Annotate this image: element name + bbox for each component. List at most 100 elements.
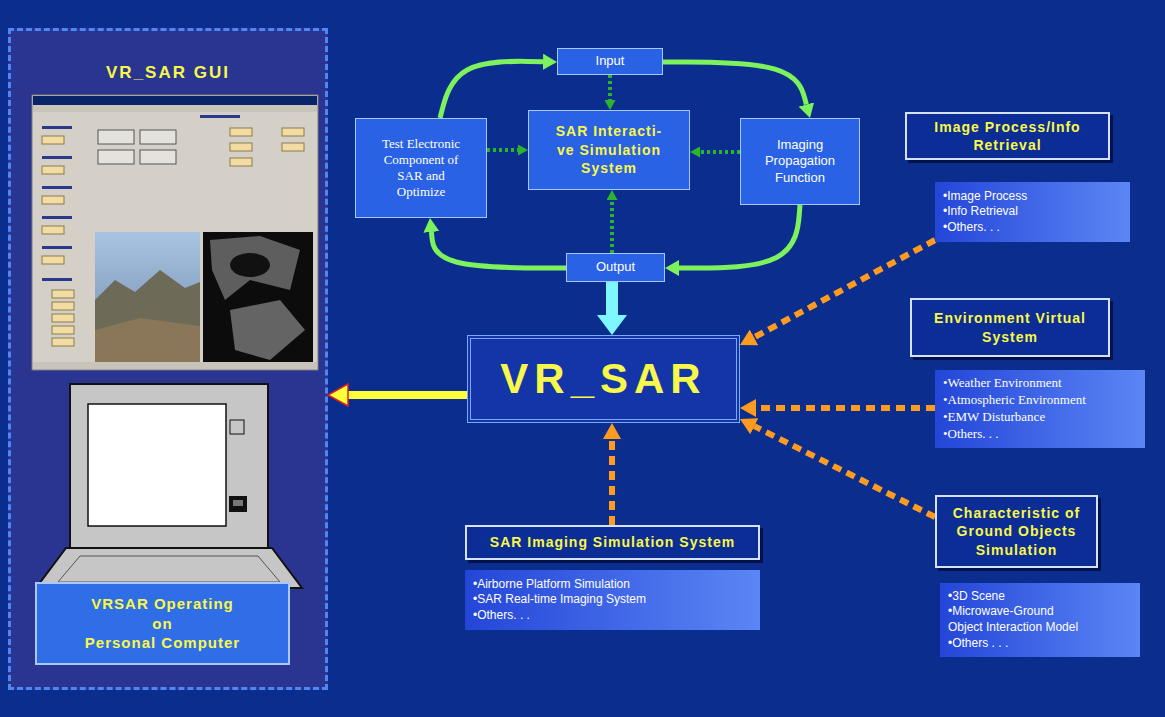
disk-drive: [229, 496, 247, 512]
flow-arrow: [754, 240, 935, 337]
flow-arrow: [610, 200, 614, 253]
disk-slot: [233, 500, 243, 506]
node-text: •Image Process: [943, 189, 1027, 205]
form-field: [42, 166, 64, 174]
node-text: •Weather Environment: [943, 375, 1062, 392]
flow-arrow: [756, 405, 935, 411]
form-field: [52, 338, 74, 346]
flow-arrow: [754, 426, 935, 517]
form-field: [52, 290, 74, 298]
form-label: [42, 156, 72, 159]
module-list: •Weather Environment•Atmospheric Environ…: [935, 370, 1145, 448]
form-label: [200, 115, 240, 118]
node-text: VR_SAR GUI: [106, 63, 230, 83]
panel-fill: [8, 28, 328, 690]
form-label: [42, 126, 72, 129]
gui-button: [140, 130, 176, 144]
flow-arrow: [679, 205, 800, 268]
module-heading: Characteristic of Ground Objects Simulat…: [935, 495, 1098, 568]
gui-screenshot: [32, 95, 318, 370]
form-field: [230, 158, 252, 166]
node-text: •SAR Real-time Imaging System: [473, 592, 646, 608]
process-box: Test Electronic Component of SAR and Opt…: [355, 118, 487, 218]
gui-button: [98, 150, 134, 164]
gui-button: [140, 150, 176, 164]
connector-group: [348, 61, 935, 525]
node-text: SAR Interacti-ve Simulation System: [551, 122, 667, 179]
form-field: [52, 326, 74, 334]
foreground-terrain: [95, 318, 200, 365]
module-heading: Environment Virtual System: [910, 298, 1110, 357]
form-field: [230, 128, 252, 136]
form-label: [42, 246, 72, 249]
computer-icon: [36, 384, 302, 588]
flow-arrow: [348, 391, 467, 399]
node-text: •Others. . .: [473, 608, 530, 624]
keyboard-keys: [58, 556, 280, 582]
node-text: Imaging Propagation Function: [746, 137, 854, 186]
flow-arrow: [663, 62, 806, 104]
form-field: [52, 314, 74, 322]
node-text: Image Process/Info Retrieval: [915, 118, 1100, 154]
window-menubar: [33, 105, 317, 112]
module-list: •Image Process•Info Retrieval•Others. . …: [935, 182, 1130, 242]
form-label: [42, 186, 72, 189]
node-text: •Info Retrieval: [943, 204, 1018, 220]
module-heading: Image Process/Info Retrieval: [905, 112, 1110, 160]
flow-arrow: [606, 282, 618, 315]
window-statusbar: [33, 362, 317, 369]
flow-arrow: [609, 439, 615, 525]
node-text: Environment Virtual System: [920, 309, 1100, 345]
node-text: VR_SAR: [500, 355, 706, 403]
node-text: •Airborne Platform Simulation: [473, 577, 630, 593]
node-text: •Others. . .: [943, 220, 1000, 236]
caption-box: VRSAR OperatingonPersonal Computer: [35, 582, 290, 665]
module-list: •3D Scene•Microwave-Ground Object Intera…: [940, 583, 1140, 657]
sar-water-area: [230, 253, 270, 277]
node-text: Characteristic of Ground Objects Simulat…: [945, 504, 1088, 559]
process-box: Imaging Propagation Function: [740, 118, 860, 205]
module-list: •Airborne Platform Simulation•SAR Real-t…: [465, 570, 760, 630]
node-text: •Atmospheric Environment: [943, 392, 1086, 409]
form-label: [42, 278, 72, 281]
flow-arrow: [608, 75, 612, 100]
mountain-range: [95, 270, 200, 365]
node-text: Test Electronic Component of SAR and Opt…: [377, 136, 465, 201]
form-field: [42, 196, 64, 204]
node-text: Output: [596, 259, 635, 275]
node-text: •Others. . .: [943, 426, 998, 443]
process-box: Input: [557, 48, 663, 75]
form-field: [42, 136, 64, 144]
gui-panel: VR_SAR GUI VRSAR OperatingonPersonal Comp…: [8, 28, 328, 690]
node-text: •Microwave-Ground Object Interaction Mod…: [948, 604, 1086, 635]
node-text: •EMW Disturbance: [943, 409, 1045, 426]
monitor-screen: [88, 404, 226, 526]
process-box: Output: [566, 253, 665, 282]
form-field: [42, 226, 64, 234]
gui-button: [98, 130, 134, 144]
sar-land-return: [230, 300, 305, 360]
node-text: on: [152, 614, 172, 634]
main-box: VR_SAR: [467, 335, 740, 423]
node-text: Input: [596, 53, 625, 69]
monitor-case: [70, 384, 268, 548]
sar-image: [203, 232, 313, 365]
landscape-photo: [95, 232, 200, 365]
central-box: SAR Interacti-ve Simulation System: [528, 110, 690, 190]
form-field: [52, 302, 74, 310]
power-button: [230, 420, 244, 434]
window-frame: [32, 95, 318, 370]
flow-arrow: [700, 150, 740, 154]
form-field: [42, 256, 64, 264]
form-field: [230, 143, 252, 151]
node-text: SAR Imaging Simulation System: [490, 533, 735, 551]
flow-arrow: [431, 232, 566, 268]
window-titlebar: [33, 96, 317, 105]
sar-land-return: [210, 236, 300, 300]
node-text: Personal Computer: [85, 633, 240, 653]
node-text: VRSAR Operating: [91, 594, 234, 614]
form-label: [42, 216, 72, 219]
form-field: [282, 128, 304, 136]
node-text: •3D Scene: [948, 589, 1005, 605]
